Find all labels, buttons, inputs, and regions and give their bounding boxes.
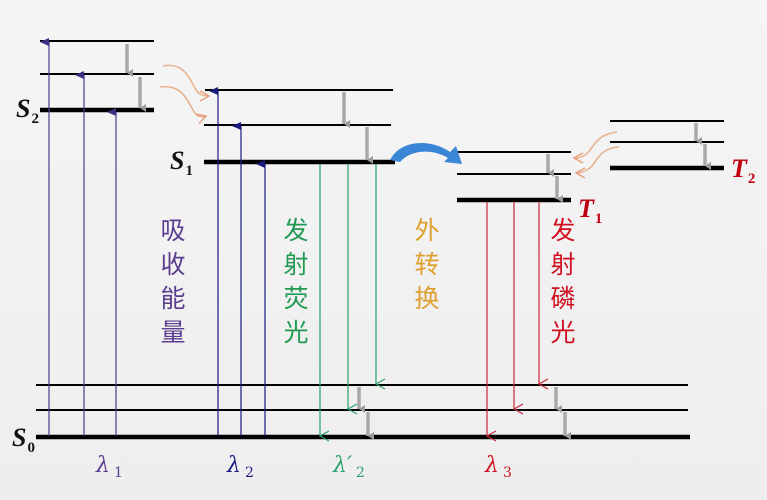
phosphorescence-char: 磷 (550, 284, 576, 313)
s2-letter: S (16, 94, 31, 123)
fluorescence-label: 发 射 荧 光 (281, 214, 311, 350)
fluorescence-char: 射 (283, 250, 309, 279)
lambda-subscript: 3 (502, 465, 512, 481)
s1-subscript: 1 (185, 163, 193, 179)
wavelength-label-2-prime: λ′2 (333, 453, 365, 481)
s1-letter: S (170, 146, 185, 175)
state-label-s1: S1 (170, 148, 193, 179)
phosphorescence-label: 发 射 磷 光 (548, 214, 578, 350)
internal-conversion-arrows-t2-t1 (572, 131, 620, 179)
state-label-t2: T2 (731, 156, 755, 187)
state-label-s0: S0 (12, 425, 35, 456)
phosphorescence-char: 光 (550, 318, 576, 347)
absorption-char: 吸 (160, 216, 186, 245)
absorption-char: 量 (160, 318, 186, 347)
intersystem-crossing-arrow (390, 142, 462, 164)
external-conversion-char: 转 (414, 250, 440, 279)
absorption-char: 收 (160, 250, 186, 279)
t1-levels (457, 151, 571, 203)
internal-conversion-arrows-s2-s1 (159, 64, 211, 125)
t2-letter: T (731, 154, 747, 183)
t2-subscript: 2 (747, 171, 756, 187)
lambda-symbol: λ (96, 453, 110, 478)
state-label-t1: T1 (578, 196, 602, 227)
lambda-subscript: 1 (113, 465, 123, 481)
external-conversion-char: 换 (414, 284, 440, 313)
absorption-char: 能 (160, 284, 186, 313)
s2-levels (40, 40, 154, 113)
phosphorescence-char: 射 (550, 250, 576, 279)
phosphorescence-arrows (485, 202, 549, 442)
lambda-symbol: λ (485, 453, 499, 478)
absorption-arrows-s2 (40, 38, 117, 436)
t2-levels (610, 120, 724, 171)
external-conversion-label: 外 转 换 (412, 214, 442, 316)
absorption-label: 吸 收 能 量 (158, 214, 188, 350)
lambda-subscript: 2 (355, 465, 365, 481)
fluorescence-char: 光 (283, 318, 309, 347)
t1-letter: T (578, 194, 594, 223)
vibrational-relaxation-arrows (125, 44, 711, 440)
phosphorescence-char: 发 (550, 216, 576, 245)
fluorescence-arrows (318, 164, 386, 442)
t1-subscript: 1 (594, 211, 603, 227)
fluorescence-char: 发 (283, 216, 309, 245)
external-conversion-char: 外 (414, 216, 440, 245)
lambda-subscript: 2 (244, 465, 254, 481)
fluorescence-char: 荧 (283, 284, 309, 313)
lambda-symbol: λ (227, 453, 241, 478)
state-label-s2: S2 (16, 96, 39, 127)
s2-subscript: 2 (31, 111, 39, 127)
s0-letter: S (12, 423, 27, 452)
lambda-symbol: λ′ (333, 453, 352, 478)
s0-subscript: 0 (27, 440, 35, 456)
s0-levels (36, 384, 690, 440)
absorption-arrows-s1 (209, 87, 266, 436)
